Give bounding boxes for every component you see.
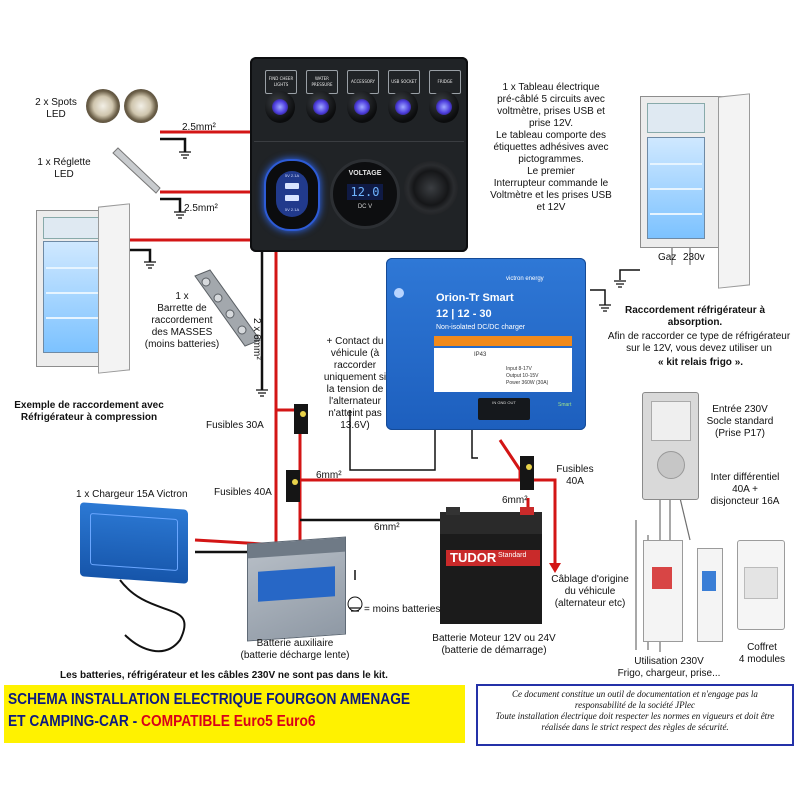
orion-power: Power 360W (30A) xyxy=(506,380,549,386)
fuse-30a-label: Fusibles 30A xyxy=(206,420,264,431)
orion-name: Orion-Tr Smart xyxy=(436,292,514,304)
absorption-text: Afin de raccorder ce type de réfrigérate… xyxy=(607,331,791,354)
inlet-label: Entrée 230V Socle standard (Prise P17) xyxy=(706,404,774,439)
disclaimer-box: Ce document constitue un outil de docume… xyxy=(476,684,794,746)
orion-ip: IP43 xyxy=(474,352,487,358)
blue-led-icon xyxy=(272,99,288,115)
contact-wire xyxy=(349,410,436,471)
usb-socket: 5V 2.1A 5V 2.1A xyxy=(264,159,320,231)
orion-spec-plate: IP43 Input 8-17V Output 10-15V Power 360… xyxy=(434,348,572,392)
orion-status-led: Smart xyxy=(558,402,572,408)
usb-port-icon xyxy=(285,183,299,189)
spots-label: 2 x Spots LED xyxy=(35,97,77,120)
voltmeter-unit: DC V xyxy=(357,204,373,210)
led-spot-illustration xyxy=(86,89,120,123)
cigarette-socket-icon xyxy=(404,161,458,215)
victron-charger-illustration xyxy=(80,502,188,584)
orion-dc-dc-charger: victron energy Orion-Tr Smart 12 | 12 - … xyxy=(386,258,586,430)
tableau-description: 1 x Tableau électrique pré-câblé 5 circu… xyxy=(490,82,612,213)
230v-inlet-illustration xyxy=(642,392,699,500)
cablage-label: Câblage d'origine du véhicule (alternate… xyxy=(551,574,629,609)
fuse-40a-label: Fusibles 40A xyxy=(214,487,272,498)
coffret-illustration xyxy=(737,540,785,630)
blue-led-icon xyxy=(313,99,329,115)
wire-size-label: 2 x 6mm² xyxy=(251,318,262,360)
orion-input: Input 8-17V xyxy=(506,366,532,372)
led-spot-illustration xyxy=(124,89,158,123)
motor-battery-illustration: TUDOR Standard xyxy=(440,507,542,624)
blue-led-icon xyxy=(395,99,411,115)
orion-terminals: IN GND OUT xyxy=(478,398,530,420)
voltmeter-title: VOLTAGE xyxy=(348,170,382,177)
fuse-40a-label: Fusibles 40A xyxy=(556,464,594,487)
aux-battery-label: Batterie auxiliaire (batterie décharge l… xyxy=(240,638,350,661)
gaz-label: Gaz xyxy=(658,252,677,263)
tudor-standard: Standard xyxy=(498,552,527,559)
barrette-label: 1 x Barrette de raccordement des MASSES … xyxy=(144,291,220,350)
voltmeter-reading: 12.0 xyxy=(347,184,383,200)
title-line-1: SCHEMA INSTALLATION ELECTRIQUE FOURGON A… xyxy=(8,691,411,708)
led-strip-illustration xyxy=(112,147,161,194)
fridge-door xyxy=(98,203,130,374)
voltmeter: VOLTAGE 12.0 DC V xyxy=(330,159,400,229)
circuit-breaker xyxy=(697,548,723,642)
bluetooth-icon xyxy=(394,288,404,298)
wire-size-label: 2.5mm² xyxy=(184,203,218,214)
fuse-holders xyxy=(286,404,534,502)
terminal-labels: IN GND OUT xyxy=(492,400,516,405)
charger-label: 1 x Chargeur 15A Victron xyxy=(76,489,188,500)
wire-size-label: 6mm² xyxy=(502,495,528,506)
wire-size-label: 6mm² xyxy=(316,470,342,481)
title-line-2: ET CAMPING-CAR - COMPATIBLE Euro5 Euro6 xyxy=(8,713,316,730)
kit-note: Les batteries, réfrigérateur et les câbl… xyxy=(60,670,388,681)
tudor-logo: TUDOR xyxy=(446,550,540,566)
usb-rating: 5V 2.1A xyxy=(284,207,300,212)
absorption-fridge-illustration xyxy=(640,96,730,248)
blue-led-icon xyxy=(354,99,370,115)
blue-led-icon xyxy=(436,99,452,115)
utilisation-label: Utilisation 230V Frigo, chargeur, prise.… xyxy=(617,656,721,679)
orion-output: Output 10-15V xyxy=(506,373,539,379)
wire-size-label: 2.5mm² xyxy=(182,122,216,133)
usb-rating: 5V 2.1A xyxy=(284,173,300,178)
absorption-title: Raccordement réfrigérateur à absorption. xyxy=(624,305,766,328)
switch-panel: FIND CHEER LIGHTS WATER PRESSURE ACCESSO… xyxy=(250,57,468,252)
victron-brand: victron energy xyxy=(506,276,544,282)
fridge-door xyxy=(718,93,750,289)
orion-subtitle: Non-isolated DC/DC charger xyxy=(436,324,526,331)
230v-label: 230v xyxy=(683,252,705,263)
kit-relais-label: « kit relais frigo ». xyxy=(658,357,744,368)
reglette-label: 1 x Réglette LED xyxy=(37,157,91,180)
ground-legend: = moins batteries xyxy=(364,604,441,615)
orion-model: 12 | 12 - 30 xyxy=(436,308,492,320)
motor-battery-label: Batterie Moteur 12V ou 24V (batterie de … xyxy=(432,633,556,656)
ground-bar-illustration xyxy=(194,269,261,347)
coffret-label: Coffret 4 modules xyxy=(738,642,786,665)
usb-port-icon xyxy=(285,195,299,201)
title-banner: SCHEMA INSTALLATION ELECTRIQUE FOURGON A… xyxy=(4,685,465,743)
contact-label: + Contact du véhicule (à raccorder uniqu… xyxy=(323,336,387,431)
wire-size-label: 6mm² xyxy=(374,522,400,533)
aux-battery-illustration xyxy=(247,536,346,642)
differential-breaker xyxy=(643,540,683,642)
breaker-label: Inter différentiel 40A + disjoncteur 16A xyxy=(710,472,780,507)
compression-caption: Exemple de raccordement avec Réfrigérate… xyxy=(14,400,164,423)
panel-main-red-wire xyxy=(274,252,300,412)
orion-stripe xyxy=(434,336,572,346)
